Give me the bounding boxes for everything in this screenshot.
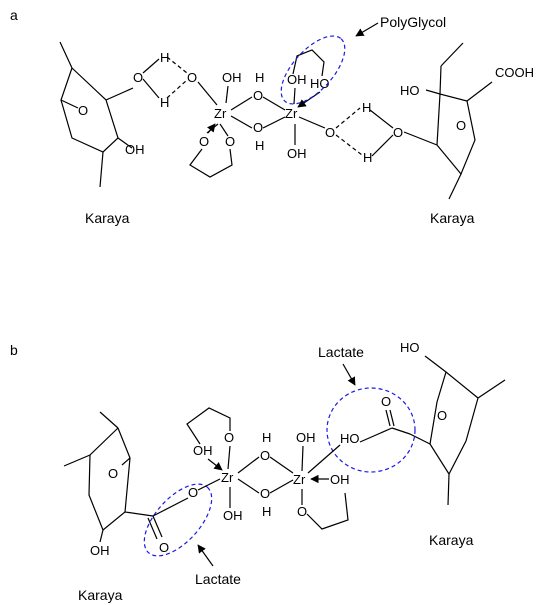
- panel-b-o-ring-left: O: [108, 466, 118, 481]
- panel-b-right-label: Karaya: [429, 532, 474, 548]
- panel-b-oh-glycol-d: OH: [330, 472, 350, 487]
- panel-a-h-bottom-mid: H: [255, 138, 264, 153]
- panel-a-o-link-right: O: [393, 125, 403, 140]
- panel-a-tag: a: [10, 7, 18, 23]
- panel-b-o-bottom-mid: O: [260, 486, 270, 501]
- panel-a-o-ring-left: O: [78, 103, 88, 118]
- panel-b-left-karaya-ring: O OH: [63, 411, 154, 558]
- panel-b-zr4: Zr: [293, 472, 306, 487]
- panel-a-cooh: COOH: [495, 65, 534, 80]
- panel-a-callout: PolyGlycol: [380, 14, 446, 30]
- panel-b-callout-top: Lactate: [318, 344, 364, 360]
- panel-a-h-bottom-right: H: [363, 150, 372, 165]
- panel-a-ho-ring-right: HO: [400, 83, 420, 98]
- panel-b-o-ring-right: O: [437, 408, 447, 423]
- panel-b-h-bottom-mid: H: [262, 504, 271, 519]
- panel-a-right-label: Karaya: [430, 210, 475, 226]
- panel-b-ho-top-ring: HO: [400, 340, 420, 355]
- panel-b-zr3: Zr: [221, 470, 234, 485]
- panel-a-o-ring-right: O: [456, 118, 466, 133]
- panel-a-h-top-mid: H: [255, 70, 264, 85]
- panel-a-left-label: Karaya: [85, 210, 130, 226]
- panel-a-o-top-mid: O: [253, 88, 263, 103]
- panel-b-o-glycol-d: O: [297, 504, 307, 519]
- panel-a-o-zr1-bridge-left: O: [187, 70, 197, 85]
- panel-a-h-top-left: H: [160, 50, 169, 65]
- panel-a-left-karaya-ring: O OH: [59, 41, 145, 188]
- panel-b-oh-ring-left: OH: [90, 543, 110, 558]
- panel-a-zr1: Zr: [214, 106, 227, 121]
- panel-a-o-link-left: O: [133, 70, 143, 85]
- panel-b-ho-lactate-right: HO: [340, 431, 360, 446]
- panel-b-oh-glycol-c: OH: [193, 443, 213, 458]
- panel-b-tag: b: [10, 342, 18, 358]
- panel-a-h-bottom-left: H: [160, 95, 169, 110]
- panel-a: a O OH O H H O OH Zr O O H: [10, 7, 534, 226]
- panel-a-polyglycol-ellipse: [280, 35, 346, 105]
- panel-a-o-zr2-right: O: [325, 125, 335, 140]
- panel-a-oh-top-zr1: OH: [222, 70, 242, 85]
- panel-a-o-glycol-zr1-a: O: [199, 134, 209, 149]
- panel-a-o-glycol-zr1-b: O: [225, 134, 235, 149]
- panel-a-right-karaya-ring: HO COOH O: [400, 42, 534, 200]
- panel-a-oh-ring-left: OH: [125, 142, 145, 157]
- panel-b: b Lactate HO O O HO O OH: [10, 340, 506, 603]
- panel-b-o-carbonyl-left: O: [159, 540, 169, 555]
- panel-b-callout-bottom: Lactate: [195, 571, 241, 587]
- panel-b-o-glycol-c: O: [224, 430, 234, 445]
- panel-b-right-karaya-ring: HO O: [400, 340, 506, 506]
- panel-a-zr2: Zr: [285, 106, 298, 121]
- panel-b-oh-top-zr4: OH: [296, 430, 316, 445]
- panel-b-lactate-ellipse-left: [143, 483, 213, 557]
- panel-b-left-label: Karaya: [78, 587, 123, 603]
- panel-a-o-bottom-mid: O: [253, 120, 263, 135]
- panel-b-lactate-ellipse-right: [326, 387, 416, 473]
- panel-a-oh-bottom-zr2: OH: [287, 146, 307, 161]
- panel-b-o-top-mid: O: [260, 448, 270, 463]
- panel-a-oh-glycol-a: OH: [287, 72, 307, 87]
- panel-b-o-lactate-left: O: [188, 485, 198, 500]
- panel-b-oh-bottom-zr3: OH: [223, 508, 243, 523]
- panel-b-o-carbonyl-right: O: [381, 394, 391, 409]
- panel-a-ho-glycol-a: HO: [310, 76, 330, 91]
- panel-a-h-top-right: H: [362, 100, 371, 115]
- panel-b-h-top-mid: H: [262, 430, 271, 445]
